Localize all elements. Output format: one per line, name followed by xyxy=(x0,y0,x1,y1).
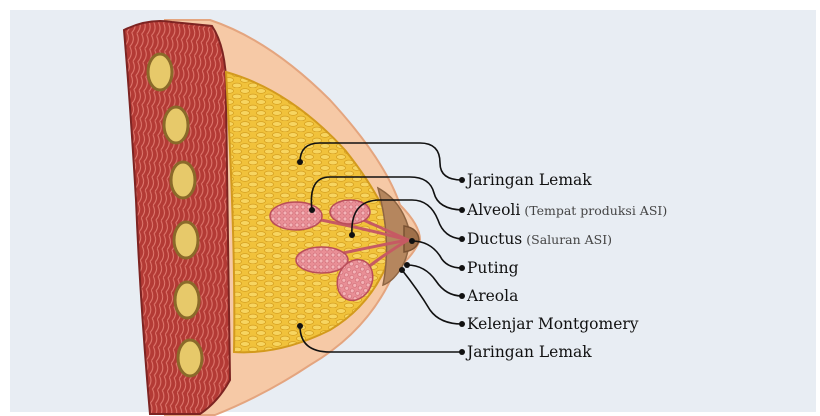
label-text: Jaringan Lemak xyxy=(467,343,592,361)
label-montgomery: Kelenjar Montgomery xyxy=(467,315,639,333)
label-text: Areola xyxy=(467,287,518,305)
label-subtext: (Tempat produksi ASI) xyxy=(524,203,667,218)
label-nipple: Puting xyxy=(467,259,519,277)
label-text: Alveoli xyxy=(467,201,520,219)
label-subtext: (Saluran ASI) xyxy=(526,232,612,247)
label-areola: Areola xyxy=(467,287,518,305)
label-ductus: Ductus (Saluran ASI) xyxy=(467,230,612,249)
label-alveoli: Alveoli (Tempat produksi ASI) xyxy=(467,201,667,220)
label-fat-lower: Jaringan Lemak xyxy=(467,343,592,361)
label-fat-upper: Jaringan Lemak xyxy=(467,171,592,189)
label-text: Jaringan Lemak xyxy=(467,171,592,189)
label-text: Puting xyxy=(467,259,519,277)
label-text: Kelenjar Montgomery xyxy=(467,315,639,333)
label-text: Ductus xyxy=(467,230,522,248)
